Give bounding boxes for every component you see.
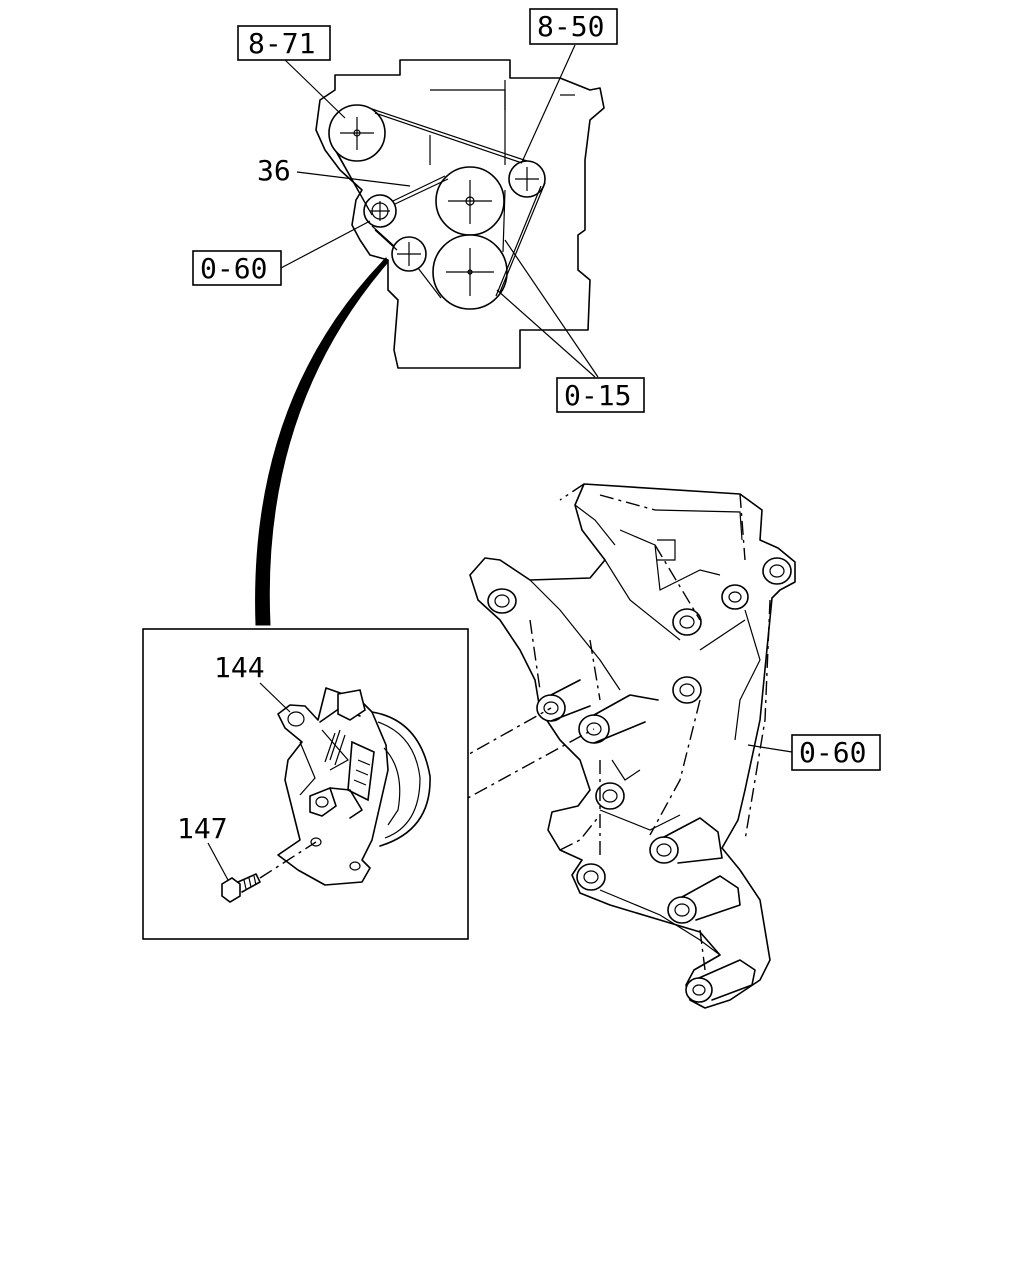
pulley-8-71 bbox=[328, 104, 386, 162]
svg-text:0-15: 0-15 bbox=[564, 379, 631, 412]
svg-text:8-71: 8-71 bbox=[248, 27, 315, 60]
callout-144: 144 bbox=[214, 651, 291, 713]
pulley-idler-top bbox=[391, 236, 427, 272]
pulley-crankshaft bbox=[432, 234, 508, 310]
callout-36: 36 bbox=[257, 154, 411, 187]
svg-text:144: 144 bbox=[214, 651, 265, 684]
pulley-center bbox=[435, 166, 505, 236]
mounting-centerline-upper bbox=[429, 707, 552, 777]
callout-147: 147 bbox=[177, 812, 229, 881]
detail-box bbox=[142, 628, 469, 940]
callout-0-60-top: 0-60 bbox=[192, 220, 371, 286]
engine-front-outline bbox=[315, 59, 605, 369]
bracket-assembly bbox=[469, 483, 796, 1009]
callout-8-50: 8-50 bbox=[521, 8, 618, 163]
svg-text:0-60: 0-60 bbox=[200, 252, 267, 285]
pulley-tensioner-top bbox=[363, 194, 397, 228]
svg-text:147: 147 bbox=[177, 812, 228, 845]
pulley-8-50 bbox=[508, 160, 546, 198]
callout-0-60-bracket: 0-60 bbox=[747, 734, 881, 771]
callout-8-71: 8-71 bbox=[237, 25, 346, 119]
tensioner-assembly bbox=[277, 687, 431, 886]
detail-connector-arc bbox=[255, 257, 389, 626]
svg-text:8-50: 8-50 bbox=[537, 10, 604, 43]
svg-text:36: 36 bbox=[257, 154, 291, 187]
callout-0-15: 0-15 bbox=[496, 239, 645, 413]
bolt-147 bbox=[221, 841, 317, 903]
drive-belts bbox=[334, 108, 546, 299]
svg-text:0-60: 0-60 bbox=[799, 736, 866, 769]
